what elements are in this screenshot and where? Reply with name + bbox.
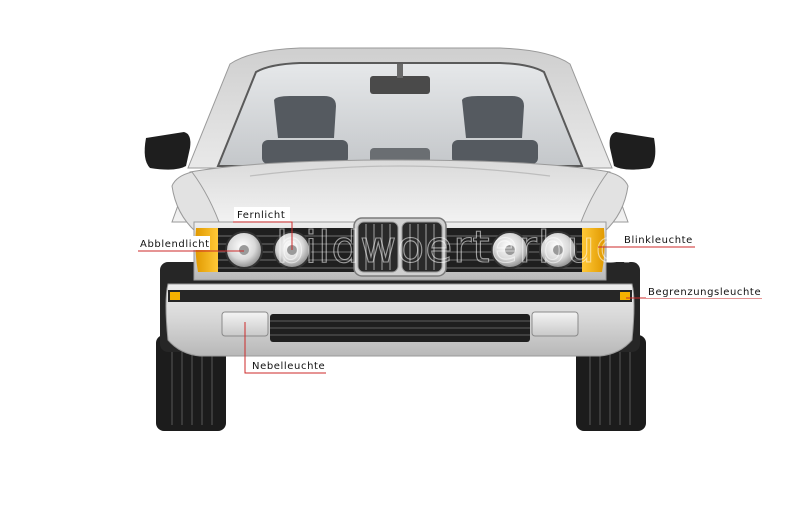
right-fog-lamp (531, 311, 579, 337)
label-begrenzungsleuchte: Begrenzungsleuchte (648, 287, 761, 298)
hood (171, 159, 629, 223)
right-turn-signal (582, 228, 605, 272)
label-fernlicht: Fernlicht (237, 210, 285, 221)
seats (262, 96, 538, 164)
left-side-marker (170, 292, 180, 300)
leader-nebelleuchte (244, 322, 326, 374)
lower-intake-slats (270, 320, 530, 336)
label-backgrounds (138, 207, 762, 372)
tires (156, 335, 646, 431)
leader-fernlicht (233, 221, 293, 250)
label-abblendlicht: Abblendlicht (140, 239, 210, 250)
rearview-mirror-mount (397, 64, 403, 78)
left-fender (171, 171, 223, 233)
left-mirror (144, 132, 191, 170)
right-mirror (609, 132, 656, 170)
right-side-marker (620, 292, 630, 300)
bumper-rub-strip (168, 290, 632, 302)
right-tire-tread (589, 345, 631, 425)
left-tire-tread (171, 345, 213, 425)
hood-crease (249, 165, 551, 177)
kidney-grille (353, 217, 447, 277)
label-blinkleuchte: Blinkleuchte (624, 235, 693, 246)
label-nebelleuchte: Nebelleuchte (252, 361, 325, 372)
rearview-mirror (370, 76, 430, 94)
right-fender (577, 171, 629, 233)
